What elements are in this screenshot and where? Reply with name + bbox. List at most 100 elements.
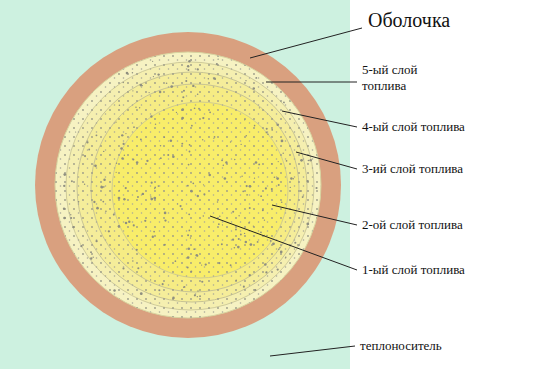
fuel-grain bbox=[300, 190, 302, 192]
fuel-grain bbox=[116, 172, 117, 173]
fuel-grain bbox=[126, 72, 129, 75]
fuel-grain bbox=[232, 211, 234, 213]
fuel-grain bbox=[201, 264, 202, 265]
fuel-grain bbox=[63, 185, 65, 187]
fuel-layer-label: 2-ой слой топлива bbox=[362, 217, 463, 233]
fuel-grain bbox=[187, 247, 190, 250]
fuel-grain bbox=[188, 60, 190, 62]
fuel-grain bbox=[164, 136, 166, 138]
fuel-grain bbox=[248, 222, 250, 224]
fuel-grain bbox=[260, 195, 262, 197]
fuel-grain bbox=[160, 145, 162, 147]
fuel-grain bbox=[218, 262, 220, 264]
fuel-grain bbox=[214, 136, 216, 138]
fuel-grain bbox=[164, 244, 166, 246]
fuel-grain bbox=[254, 289, 256, 291]
fuel-grain bbox=[140, 138, 142, 140]
fuel-grain bbox=[172, 155, 175, 158]
fuel-grain bbox=[290, 177, 293, 180]
fuel-grain bbox=[240, 234, 242, 236]
fuel-grain bbox=[166, 82, 168, 84]
fuel-grain bbox=[189, 144, 191, 146]
fuel-grain bbox=[136, 249, 138, 251]
fuel-grain bbox=[277, 268, 279, 270]
fuel-grain bbox=[155, 124, 156, 125]
fuel-grain bbox=[190, 270, 192, 272]
fuel-grain bbox=[249, 185, 252, 188]
leader-line bbox=[296, 152, 357, 169]
fuel-grain bbox=[90, 251, 92, 253]
fuel-grain bbox=[253, 87, 255, 89]
fuel-grain bbox=[278, 161, 279, 162]
fuel-grain bbox=[154, 187, 156, 189]
fuel-grain bbox=[80, 245, 82, 247]
fuel-grain bbox=[151, 182, 153, 184]
fuel-grain bbox=[209, 111, 211, 113]
fuel-grain bbox=[183, 287, 184, 288]
fuel-grain bbox=[297, 244, 299, 246]
fuel-grain bbox=[103, 151, 104, 152]
fuel-grain bbox=[266, 131, 268, 133]
fuel-grain bbox=[222, 224, 223, 225]
fuel-grain bbox=[142, 193, 144, 195]
fuel-grain bbox=[84, 155, 86, 157]
fuel-grain bbox=[245, 241, 248, 244]
fuel-grain bbox=[197, 68, 199, 70]
fuel-grain bbox=[281, 140, 284, 143]
fuel-grain bbox=[70, 217, 72, 219]
cladding-label: Оболочка bbox=[368, 8, 450, 32]
fuel-grain bbox=[262, 209, 264, 211]
fuel-grain bbox=[93, 257, 94, 258]
fuel-grain bbox=[139, 84, 142, 87]
fuel-grain bbox=[113, 289, 116, 292]
fuel-grain bbox=[160, 157, 162, 159]
fuel-grain bbox=[205, 263, 207, 265]
fuel-grain bbox=[270, 240, 272, 242]
fuel-grain bbox=[164, 212, 167, 215]
fuel-grain bbox=[158, 185, 160, 187]
fuel-grain bbox=[103, 186, 105, 188]
fuel-grain bbox=[159, 91, 162, 94]
fuel-grain bbox=[188, 164, 190, 166]
fuel-grain bbox=[132, 260, 134, 262]
fuel-grain bbox=[213, 138, 214, 139]
fuel-grain bbox=[70, 214, 71, 215]
fuel-grain bbox=[278, 184, 280, 186]
fuel-grain bbox=[150, 198, 153, 201]
fuel-grain bbox=[197, 93, 199, 95]
fuel-grain bbox=[181, 108, 184, 111]
fuel-grain bbox=[190, 190, 193, 193]
fuel-grain bbox=[150, 115, 152, 117]
fuel-grain bbox=[264, 219, 265, 220]
fuel-grain bbox=[175, 260, 177, 262]
fuel-grain bbox=[121, 157, 123, 159]
fuel-grain bbox=[133, 224, 135, 226]
fuel-grain bbox=[93, 201, 95, 203]
fuel-grain bbox=[158, 289, 160, 291]
fuel-grain bbox=[198, 108, 200, 110]
fuel-grain bbox=[283, 102, 285, 104]
fuel-grain bbox=[197, 290, 198, 291]
fuel-grain bbox=[75, 131, 76, 132]
fuel-grain bbox=[265, 271, 267, 273]
fuel-grain bbox=[192, 85, 194, 87]
fuel-grain bbox=[113, 214, 115, 216]
fuel-grain bbox=[63, 217, 66, 220]
fuel-grain bbox=[255, 161, 258, 164]
fuel-grain bbox=[258, 163, 260, 165]
fuel-grain bbox=[187, 256, 190, 259]
fuel-grain bbox=[266, 128, 268, 130]
fuel-grain bbox=[132, 158, 134, 160]
fuel-grain bbox=[132, 90, 133, 91]
fuel-grain bbox=[223, 165, 225, 167]
fuel-grain bbox=[218, 223, 220, 225]
fuel-grain bbox=[122, 267, 124, 269]
fuel-grain bbox=[172, 297, 175, 300]
fuel-grain bbox=[153, 197, 156, 200]
fuel-grain bbox=[193, 248, 195, 250]
fuel-grain bbox=[179, 205, 181, 207]
fuel-grain bbox=[152, 236, 154, 238]
fuel-grain bbox=[280, 251, 283, 254]
fuel-grain bbox=[184, 286, 186, 288]
fuel-grain bbox=[243, 286, 245, 288]
